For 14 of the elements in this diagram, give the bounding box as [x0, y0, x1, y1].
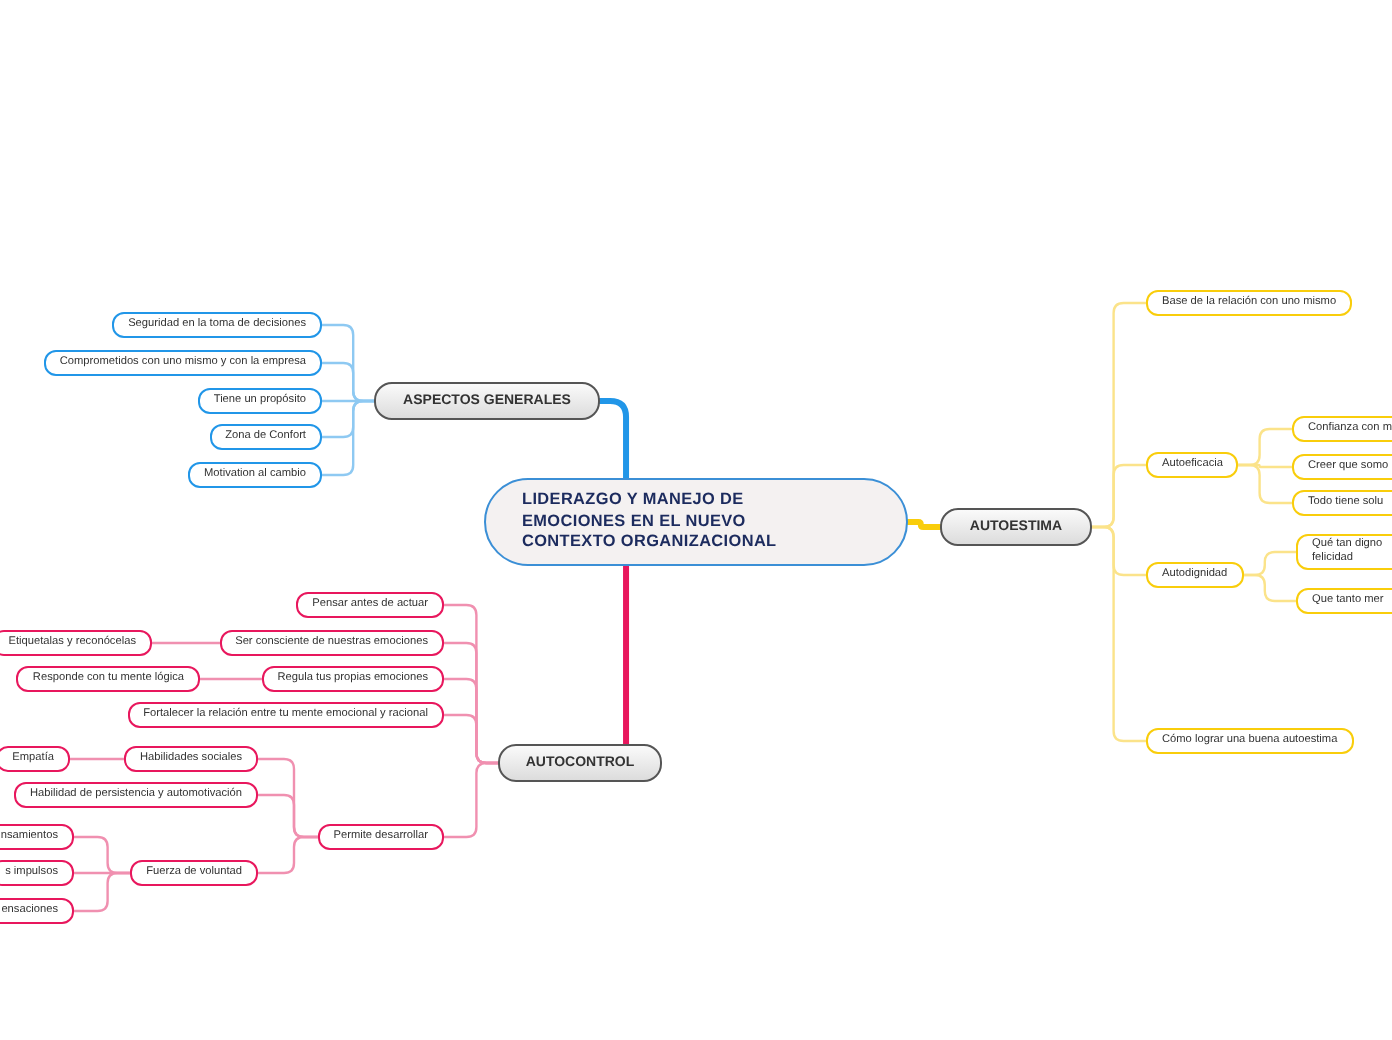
connector-line [1242, 573, 1298, 603]
connector-line [597, 398, 630, 481]
connector-line [150, 641, 222, 645]
connector-line [442, 761, 500, 839]
connector-line [320, 399, 376, 477]
connector-line [1236, 463, 1294, 505]
connector-line [905, 519, 943, 530]
connector-line [198, 677, 264, 681]
connector-line [256, 835, 320, 875]
connector-line [623, 563, 630, 747]
central-topic: LIDERAZGO Y MANEJO DE EMOCIONES EN EL NUEVO CONTEXTO ORGANIZACIONAL [484, 478, 908, 566]
connector-line [68, 757, 126, 761]
connector-line [1090, 525, 1148, 743]
connector-line [72, 871, 132, 913]
